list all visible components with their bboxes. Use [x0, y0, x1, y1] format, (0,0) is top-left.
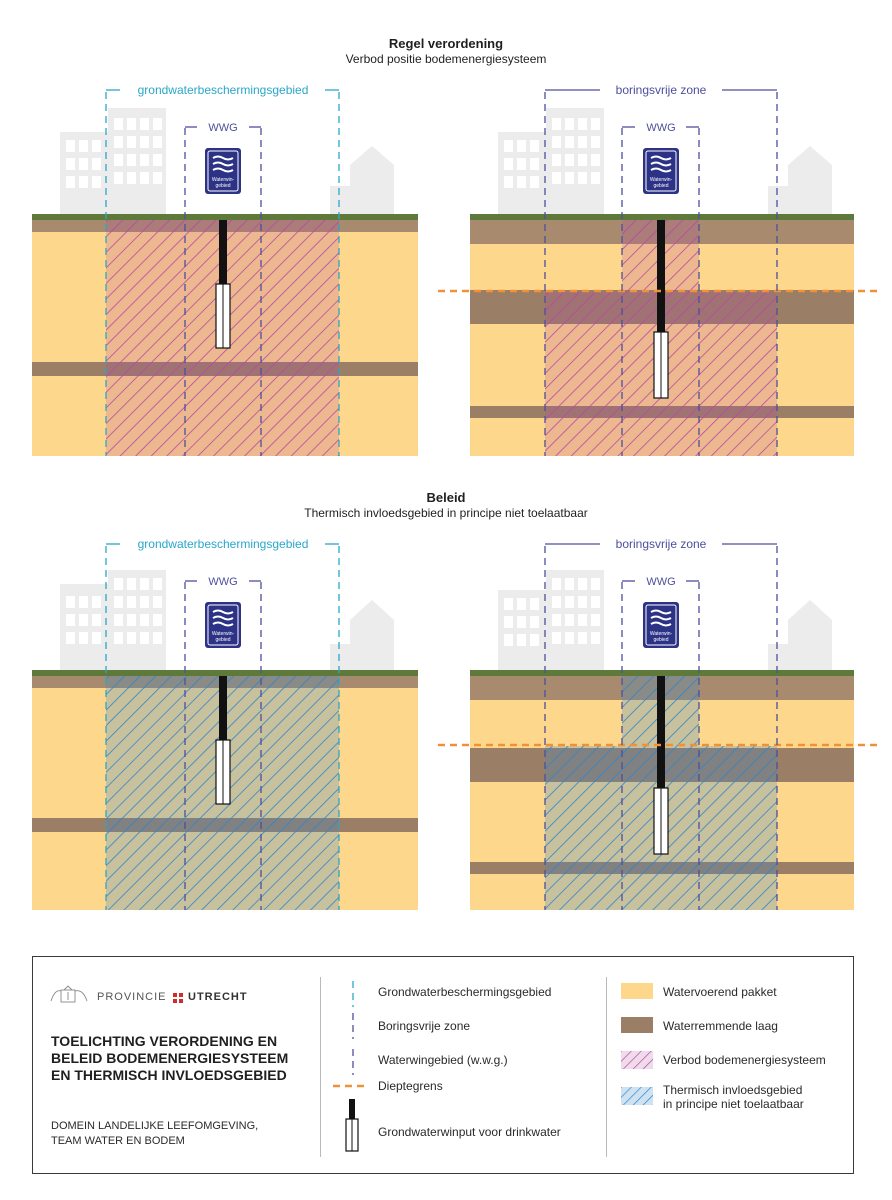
wwg-line-symbol: [352, 1049, 354, 1075]
divider: [606, 977, 607, 1157]
section-title-verordening: Regel verordening: [388, 36, 504, 51]
sign-text-1: Waterwin-: [650, 631, 673, 637]
bvz-line-symbol: [352, 1013, 354, 1039]
legend-diepte: Dieptegrens: [378, 1079, 443, 1093]
buildings: [498, 108, 832, 216]
legend-thermisch-1: Thermisch invloedsgebied: [663, 1083, 803, 1097]
sign-text-1: Waterwin-: [212, 177, 235, 183]
buildings: [60, 570, 394, 674]
bvz-label: boringsvrije zone: [616, 83, 707, 97]
doc-title-1: TOELICHTING VERORDENING EN: [51, 1033, 278, 1049]
aquitard-swatch: [621, 1017, 653, 1033]
waterwingebied-sign: Waterwin- gebied: [205, 602, 241, 648]
org-logo-mark: [173, 993, 183, 1003]
section-subtitle-verordening: Verbod positie bodemenergiesysteem: [345, 52, 547, 66]
verbod-swatch: [621, 1051, 653, 1069]
well-pipe: [657, 676, 665, 790]
waterwingebied-sign: Waterwin- gebied: [643, 602, 679, 648]
gbg-label: grondwaterbeschermingsgebied: [138, 537, 309, 551]
doc-title-2: BELEID BODEMENERGIESYSTEEM: [51, 1050, 289, 1066]
legend-gbg: Grondwaterbeschermingsgebied: [378, 985, 552, 999]
sign-text-2: gebied: [215, 183, 230, 189]
bvz-label: boringsvrije zone: [616, 537, 707, 551]
coat-of-arms-logo: [50, 985, 88, 1003]
well-pipe: [657, 220, 665, 334]
legend-wwg: Waterwingebied (w.w.g.): [378, 1053, 508, 1067]
org-name: PROVINCIE: [97, 991, 167, 1003]
section-title-beleid: Beleid: [426, 490, 466, 505]
thermisch-swatch: [621, 1087, 653, 1105]
waterwingebied-sign: Waterwin- gebied: [205, 148, 241, 194]
well-symbol: [345, 1099, 359, 1152]
diagram-verordening-gbg: Waterwin- gebied grondwaterbeschermingsg…: [32, 83, 880, 456]
gbg-line-symbol: [352, 981, 354, 1007]
legend-winput: Grondwaterwinput voor drinkwater: [378, 1125, 561, 1139]
section-subtitle-beleid: Thermisch invloedsgebied in principe nie…: [304, 506, 588, 520]
wwg-label: WWG: [208, 122, 237, 134]
diagram-beleid: Waterwin- gebied grondwaterbeschermingsg…: [32, 537, 880, 910]
domain-line-2: TEAM WATER EN BODEM: [51, 1135, 185, 1147]
sign-text-2: gebied: [215, 637, 230, 643]
org-name-2: UTRECHT: [188, 991, 248, 1003]
diepte-line-symbol: [333, 1084, 369, 1088]
wwg-label: WWG: [646, 122, 675, 134]
wwg-label: WWG: [208, 576, 237, 588]
sign-text-1: Waterwin-: [650, 177, 673, 183]
gbg-label: grondwaterbeschermingsgebied: [138, 83, 309, 97]
legend-bvz: Boringsvrije zone: [378, 1019, 471, 1033]
well-pipe: [219, 220, 227, 286]
buildings: [498, 570, 832, 674]
buildings: [60, 108, 394, 216]
divider: [320, 977, 321, 1157]
legend-verbod: Verbod bodemenergiesysteem: [663, 1053, 826, 1067]
legend-box: PROVINCIE UTRECHT TOELICHTING VERORDENIN…: [32, 956, 854, 1174]
sign-text-1: Waterwin-: [212, 631, 235, 637]
doc-title-3: EN THERMISCH INVLOEDSGEBIED: [51, 1067, 287, 1083]
legend-thermisch-2: in principe niet toelaatbaar: [663, 1097, 804, 1111]
legend-aquitard: Waterremmende laag: [663, 1019, 778, 1033]
domain-line-1: DOMEIN LANDELIJKE LEEFOMGEVING,: [51, 1120, 259, 1132]
well-pipe: [219, 676, 227, 742]
legend-aquifer: Watervoerend pakket: [663, 985, 777, 999]
sign-text-2: gebied: [653, 183, 668, 189]
wwg-label: WWG: [646, 576, 675, 588]
aquifer-swatch: [621, 983, 653, 999]
waterwingebied-sign: Waterwin- gebied: [643, 148, 679, 194]
sign-text-2: gebied: [653, 637, 668, 643]
